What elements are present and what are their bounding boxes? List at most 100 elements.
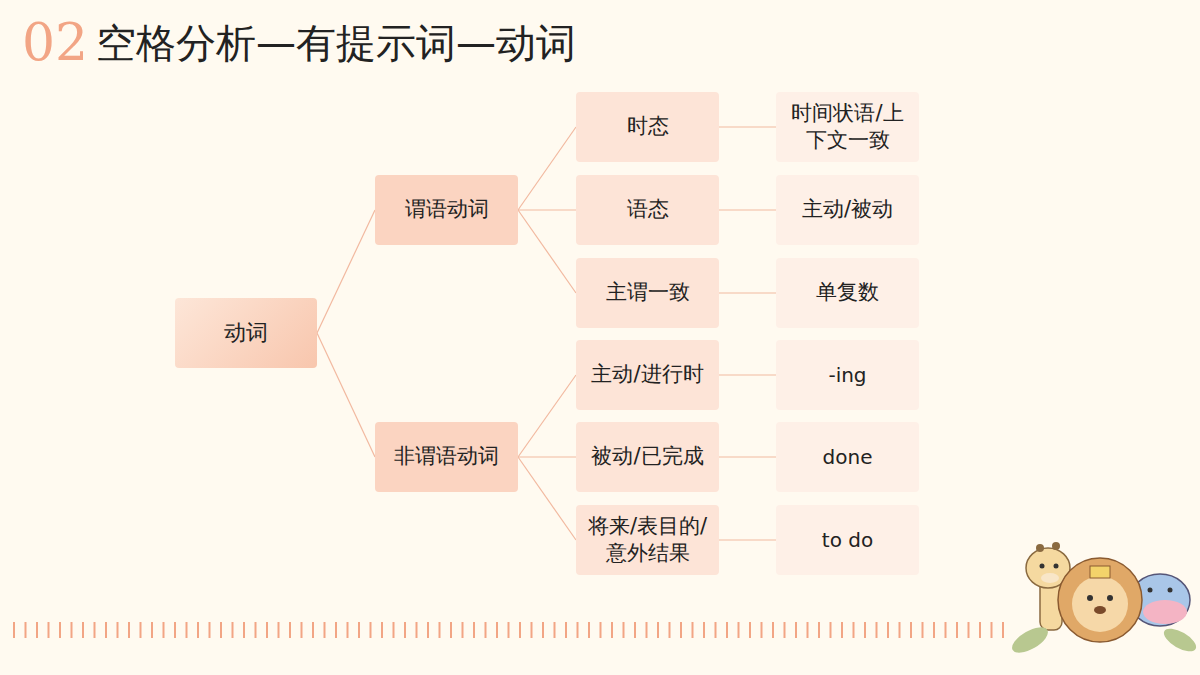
tick xyxy=(266,622,268,638)
connector xyxy=(518,457,576,540)
tick xyxy=(462,622,464,638)
branch-box: 谓语动词 xyxy=(375,175,518,245)
tick xyxy=(830,622,832,638)
node-text: 谓语动词 xyxy=(405,196,489,223)
detail-box: -ing xyxy=(776,340,919,410)
node-text: 单复数 xyxy=(816,279,879,306)
tick xyxy=(255,622,257,638)
tick xyxy=(669,622,671,638)
tick xyxy=(197,622,199,638)
tick xyxy=(232,622,234,638)
tick xyxy=(243,622,245,638)
connector xyxy=(719,209,776,210)
detail-box: 单复数 xyxy=(776,258,919,328)
tick xyxy=(565,622,567,638)
tick xyxy=(876,622,878,638)
tick xyxy=(795,622,797,638)
node-text: done xyxy=(823,444,873,470)
tick xyxy=(680,622,682,638)
tick xyxy=(347,622,349,638)
connector xyxy=(317,333,375,457)
tick xyxy=(13,622,15,638)
node-text: 主动/被动 xyxy=(802,196,893,223)
tick xyxy=(703,622,705,638)
tick xyxy=(36,622,38,638)
node-text: 将来/表目的/意外结果 xyxy=(582,513,713,568)
tick xyxy=(370,622,372,638)
tick xyxy=(968,622,970,638)
tick xyxy=(864,622,866,638)
tick xyxy=(450,622,452,638)
node-text: 动词 xyxy=(224,319,268,348)
tick xyxy=(335,622,337,638)
node-text: -ing xyxy=(828,362,866,388)
tick xyxy=(749,622,751,638)
tick xyxy=(887,622,889,638)
tick xyxy=(278,622,280,638)
tick xyxy=(588,622,590,638)
tick xyxy=(807,622,809,638)
tick xyxy=(657,622,659,638)
tick xyxy=(623,622,625,638)
tick xyxy=(554,622,556,638)
tick xyxy=(151,622,153,638)
tick xyxy=(542,622,544,638)
node-text: to do xyxy=(822,527,873,553)
node-text: 时态 xyxy=(627,113,669,140)
tick xyxy=(25,622,27,638)
tick xyxy=(473,622,475,638)
node-text: 被动/已完成 xyxy=(591,443,703,470)
connector xyxy=(719,539,776,540)
tick xyxy=(393,622,395,638)
tick xyxy=(1002,622,1004,638)
node-text: 主动/进行时 xyxy=(591,361,703,388)
tick xyxy=(289,622,291,638)
connector xyxy=(719,456,776,457)
connector xyxy=(719,126,776,127)
tick xyxy=(738,622,740,638)
tick xyxy=(910,622,912,638)
tick-border xyxy=(14,622,1003,638)
tick xyxy=(979,622,981,638)
tick xyxy=(634,622,636,638)
tick xyxy=(853,622,855,638)
detail-box: done xyxy=(776,422,919,492)
tick xyxy=(439,622,441,638)
tick xyxy=(818,622,820,638)
category-box: 主谓一致 xyxy=(576,258,719,328)
animal-illustration xyxy=(1008,542,1199,658)
tick xyxy=(577,622,579,638)
tick xyxy=(416,622,418,638)
connector xyxy=(317,210,375,333)
tick xyxy=(841,622,843,638)
tick xyxy=(163,622,165,638)
tick xyxy=(186,622,188,638)
tick xyxy=(301,622,303,638)
tick xyxy=(71,622,73,638)
connector xyxy=(518,127,576,210)
tick xyxy=(404,622,406,638)
tick xyxy=(94,622,96,638)
tick xyxy=(956,622,958,638)
node-text: 主谓一致 xyxy=(606,279,690,306)
detail-box: 时间状语/上下文一致 xyxy=(776,92,919,162)
tick xyxy=(312,622,314,638)
slide-title: 空格分析—有提示词—动词 xyxy=(96,16,576,71)
tick xyxy=(692,622,694,638)
tick xyxy=(945,622,947,638)
connector xyxy=(719,374,776,375)
tick xyxy=(899,622,901,638)
tick xyxy=(140,622,142,638)
category-box: 主动/进行时 xyxy=(576,340,719,410)
tick xyxy=(600,622,602,638)
tick xyxy=(922,622,924,638)
connector xyxy=(518,456,576,457)
category-box: 被动/已完成 xyxy=(576,422,719,492)
tick xyxy=(772,622,774,638)
tick xyxy=(933,622,935,638)
node-text: 语态 xyxy=(627,196,669,223)
tick xyxy=(496,622,498,638)
tick xyxy=(427,622,429,638)
connector xyxy=(518,375,576,457)
detail-box: 主动/被动 xyxy=(776,175,919,245)
